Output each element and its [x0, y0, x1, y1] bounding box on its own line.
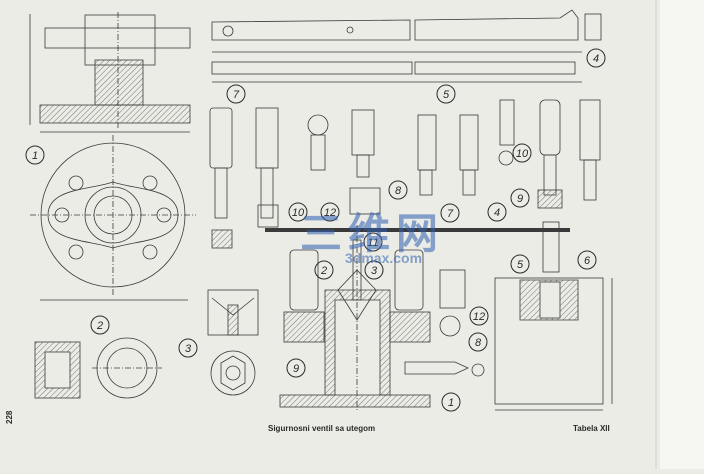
balloon-2b: 2 — [320, 265, 327, 277]
balloon-9b: 9 — [293, 363, 299, 375]
balloon-10b: 10 — [292, 207, 305, 219]
part-balloon-labels: 1 2 3 4 7 5 8 4 9 10 12 10 11 2 3 5 6 9 … — [32, 53, 599, 409]
balloon-3a: 3 — [185, 343, 192, 355]
part-4-lever — [211, 9, 602, 83]
part-1-elevation — [29, 12, 191, 133]
part-1-plan — [30, 135, 196, 301]
table-label: Tabela XII — [573, 424, 610, 433]
part-7-forks — [209, 107, 479, 249]
balloon-12a: 12 — [324, 207, 336, 219]
balloon-7b: 7 — [447, 208, 454, 220]
part-3-views — [207, 289, 259, 396]
page-edge — [660, 0, 704, 469]
part-5-6-weight — [494, 221, 613, 411]
balloon-9a: 9 — [517, 193, 523, 205]
balloon-1a: 1 — [32, 150, 38, 162]
balloon-3b: 3 — [371, 265, 378, 277]
part-balloons — [25, 48, 606, 412]
drawing-caption: Sigurnosni ventil sa utegom — [268, 424, 376, 433]
balloon-7a: 7 — [233, 89, 240, 101]
part-2-views — [34, 337, 162, 399]
valve-assembly-section — [265, 225, 570, 410]
part-8-12-pieces — [349, 187, 485, 377]
part-9-10-bolts — [498, 99, 601, 209]
balloon-5a: 5 — [443, 89, 450, 101]
balloon-10a: 10 — [516, 148, 529, 160]
balloon-12b: 12 — [473, 311, 485, 323]
watermark-url: 3dmax.com — [345, 250, 423, 266]
watermark-logo: 三维网 — [300, 210, 445, 257]
balloon-5b: 5 — [517, 259, 524, 271]
balloon-1b: 1 — [448, 397, 454, 409]
balloon-2a: 2 — [96, 320, 103, 332]
balloon-8b: 8 — [475, 337, 482, 349]
balloon-4a: 4 — [593, 53, 599, 65]
balloon-11a: 11 — [367, 237, 378, 249]
page-number: 228 — [5, 410, 14, 424]
balloon-6a: 6 — [584, 255, 591, 267]
balloon-4b: 4 — [494, 207, 500, 219]
balloon-8a: 8 — [395, 185, 402, 197]
